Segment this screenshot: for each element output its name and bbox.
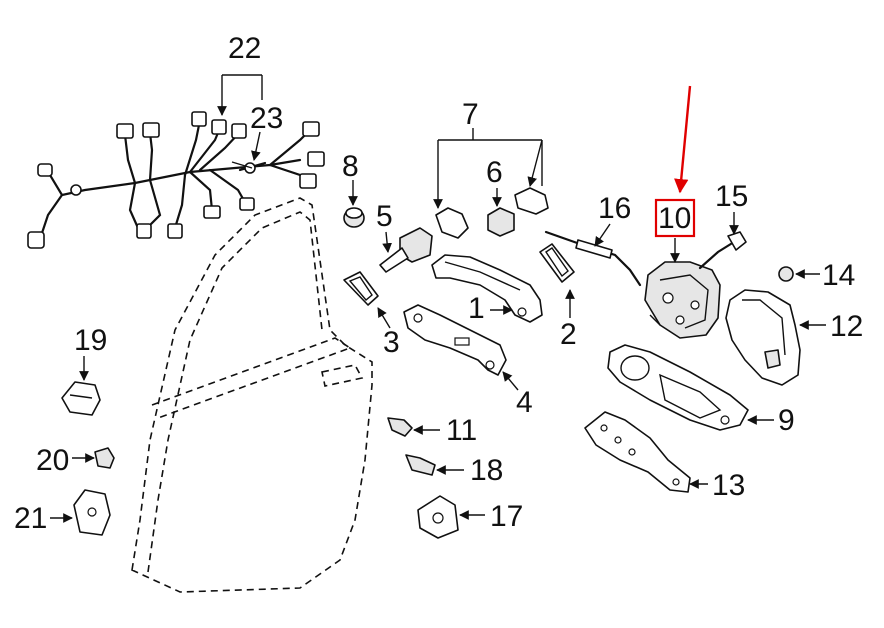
callout-label-15: 15 (715, 180, 748, 213)
callout-label-13: 13 (712, 469, 745, 502)
callout-label-2: 2 (560, 318, 577, 351)
part-5-lock-cylinder: 5 (376, 200, 433, 273)
part-10-lock-actuator: 10 (644, 85, 721, 339)
callout-label-19: 19 (74, 324, 107, 357)
callout-label-3: 3 (383, 326, 400, 359)
part-10-highlight-box (654, 198, 696, 238)
part-2-seal: 2 (539, 243, 577, 351)
callout-label-5: 5 (376, 200, 393, 233)
part-9-inner-handle-carrier: 9 (607, 344, 795, 437)
part-19-hinge: 19 (61, 324, 107, 416)
part-21-hinge: 21 (14, 489, 111, 536)
part-12-cover: 12 (725, 289, 863, 386)
callout-label-14: 14 (822, 259, 855, 292)
part-1-outside-handle: 1 (431, 254, 543, 325)
part-20-bushing: 20 (36, 444, 115, 477)
callout-label-11: 11 (446, 414, 477, 447)
part-4-handle-bracket: 4 (403, 304, 533, 419)
highlight-red-arrow (674, 85, 692, 194)
callout-23: 23 (250, 102, 283, 161)
callout-label-23: 23 (250, 102, 283, 135)
callout-label-21: 21 (14, 502, 47, 535)
callout-label-9: 9 (778, 404, 795, 437)
part-14-clip: 14 (778, 259, 855, 292)
door-outline (131, 197, 373, 593)
part-15-cable: 15 (698, 180, 748, 270)
callout-label-6: 6 (486, 156, 503, 189)
part-13-bracket: 13 (584, 411, 745, 502)
callout-label-4: 4 (516, 386, 533, 419)
callout-label-8: 8 (342, 150, 359, 183)
callout-label-12: 12 (830, 310, 863, 343)
callout-label-16: 16 (598, 192, 631, 225)
wiring-harness (27, 111, 325, 249)
part-11-bolt: 11 (387, 414, 477, 447)
part-8-plug: 8 (342, 150, 365, 228)
part-16-rod: 16 (544, 192, 642, 287)
callout-label-17: 17 (490, 500, 523, 533)
callout-label-7: 7 (462, 98, 479, 131)
part-3-gasket: 3 (343, 271, 400, 359)
callout-label-1: 1 (468, 292, 485, 325)
callout-label-22: 22 (228, 32, 261, 65)
part-7-handle-caps: 7 (433, 98, 549, 239)
callout-label-18: 18 (470, 454, 503, 487)
part-6-cap: 6 (486, 156, 515, 237)
callout-label-10: 10 (658, 202, 691, 235)
callout-22: 22 (217, 32, 263, 116)
part-18-bolt: 18 (405, 454, 503, 487)
callout-label-20: 20 (36, 444, 69, 477)
part-17-striker: 17 (417, 495, 523, 539)
